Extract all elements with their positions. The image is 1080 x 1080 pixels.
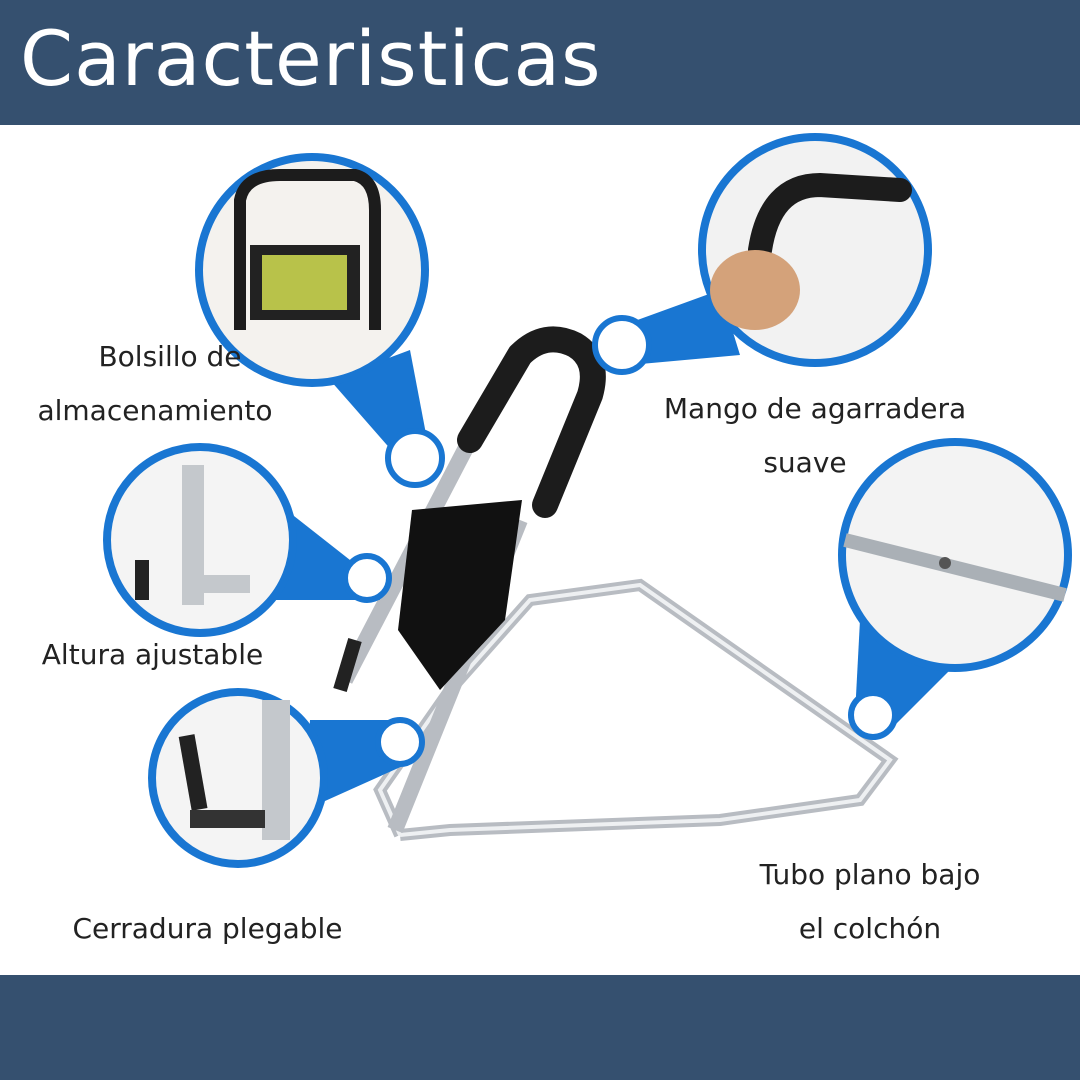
label-line: el colchón	[798, 912, 942, 945]
header-banner: Caracteristicas	[0, 0, 1080, 125]
callout-storage-pocket	[195, 153, 445, 488]
callout-flat-tube	[838, 438, 1072, 740]
label-line: suave	[763, 446, 847, 479]
callout-adjustable-height	[103, 443, 392, 637]
label-soft-grip: Mango de agarradera suave	[620, 382, 1010, 490]
label-flat-tube: Tubo plano bajo el colchón	[720, 848, 1020, 956]
label-storage-pocket: Bolsillo de almacenamiento	[10, 330, 300, 438]
footer-banner	[0, 975, 1080, 1080]
label-adjustable-height: Altura ajustable	[15, 628, 290, 682]
label-line: Mango de agarradera	[663, 392, 967, 425]
label-line: Altura ajustable	[41, 638, 264, 671]
callout-folding-lock	[148, 688, 425, 868]
callout-soft-grip	[592, 133, 932, 375]
label-folding-lock: Cerradura plegable	[35, 902, 380, 956]
label-line: Tubo plano bajo	[759, 858, 981, 891]
label-line: Cerradura plegable	[72, 912, 343, 945]
label-line: Bolsillo de	[98, 340, 242, 373]
page-title: Caracteristicas	[20, 14, 602, 103]
product-illustration	[103, 133, 1072, 868]
label-line: almacenamiento	[37, 394, 273, 427]
bed-rail-product-icon	[333, 326, 899, 841]
